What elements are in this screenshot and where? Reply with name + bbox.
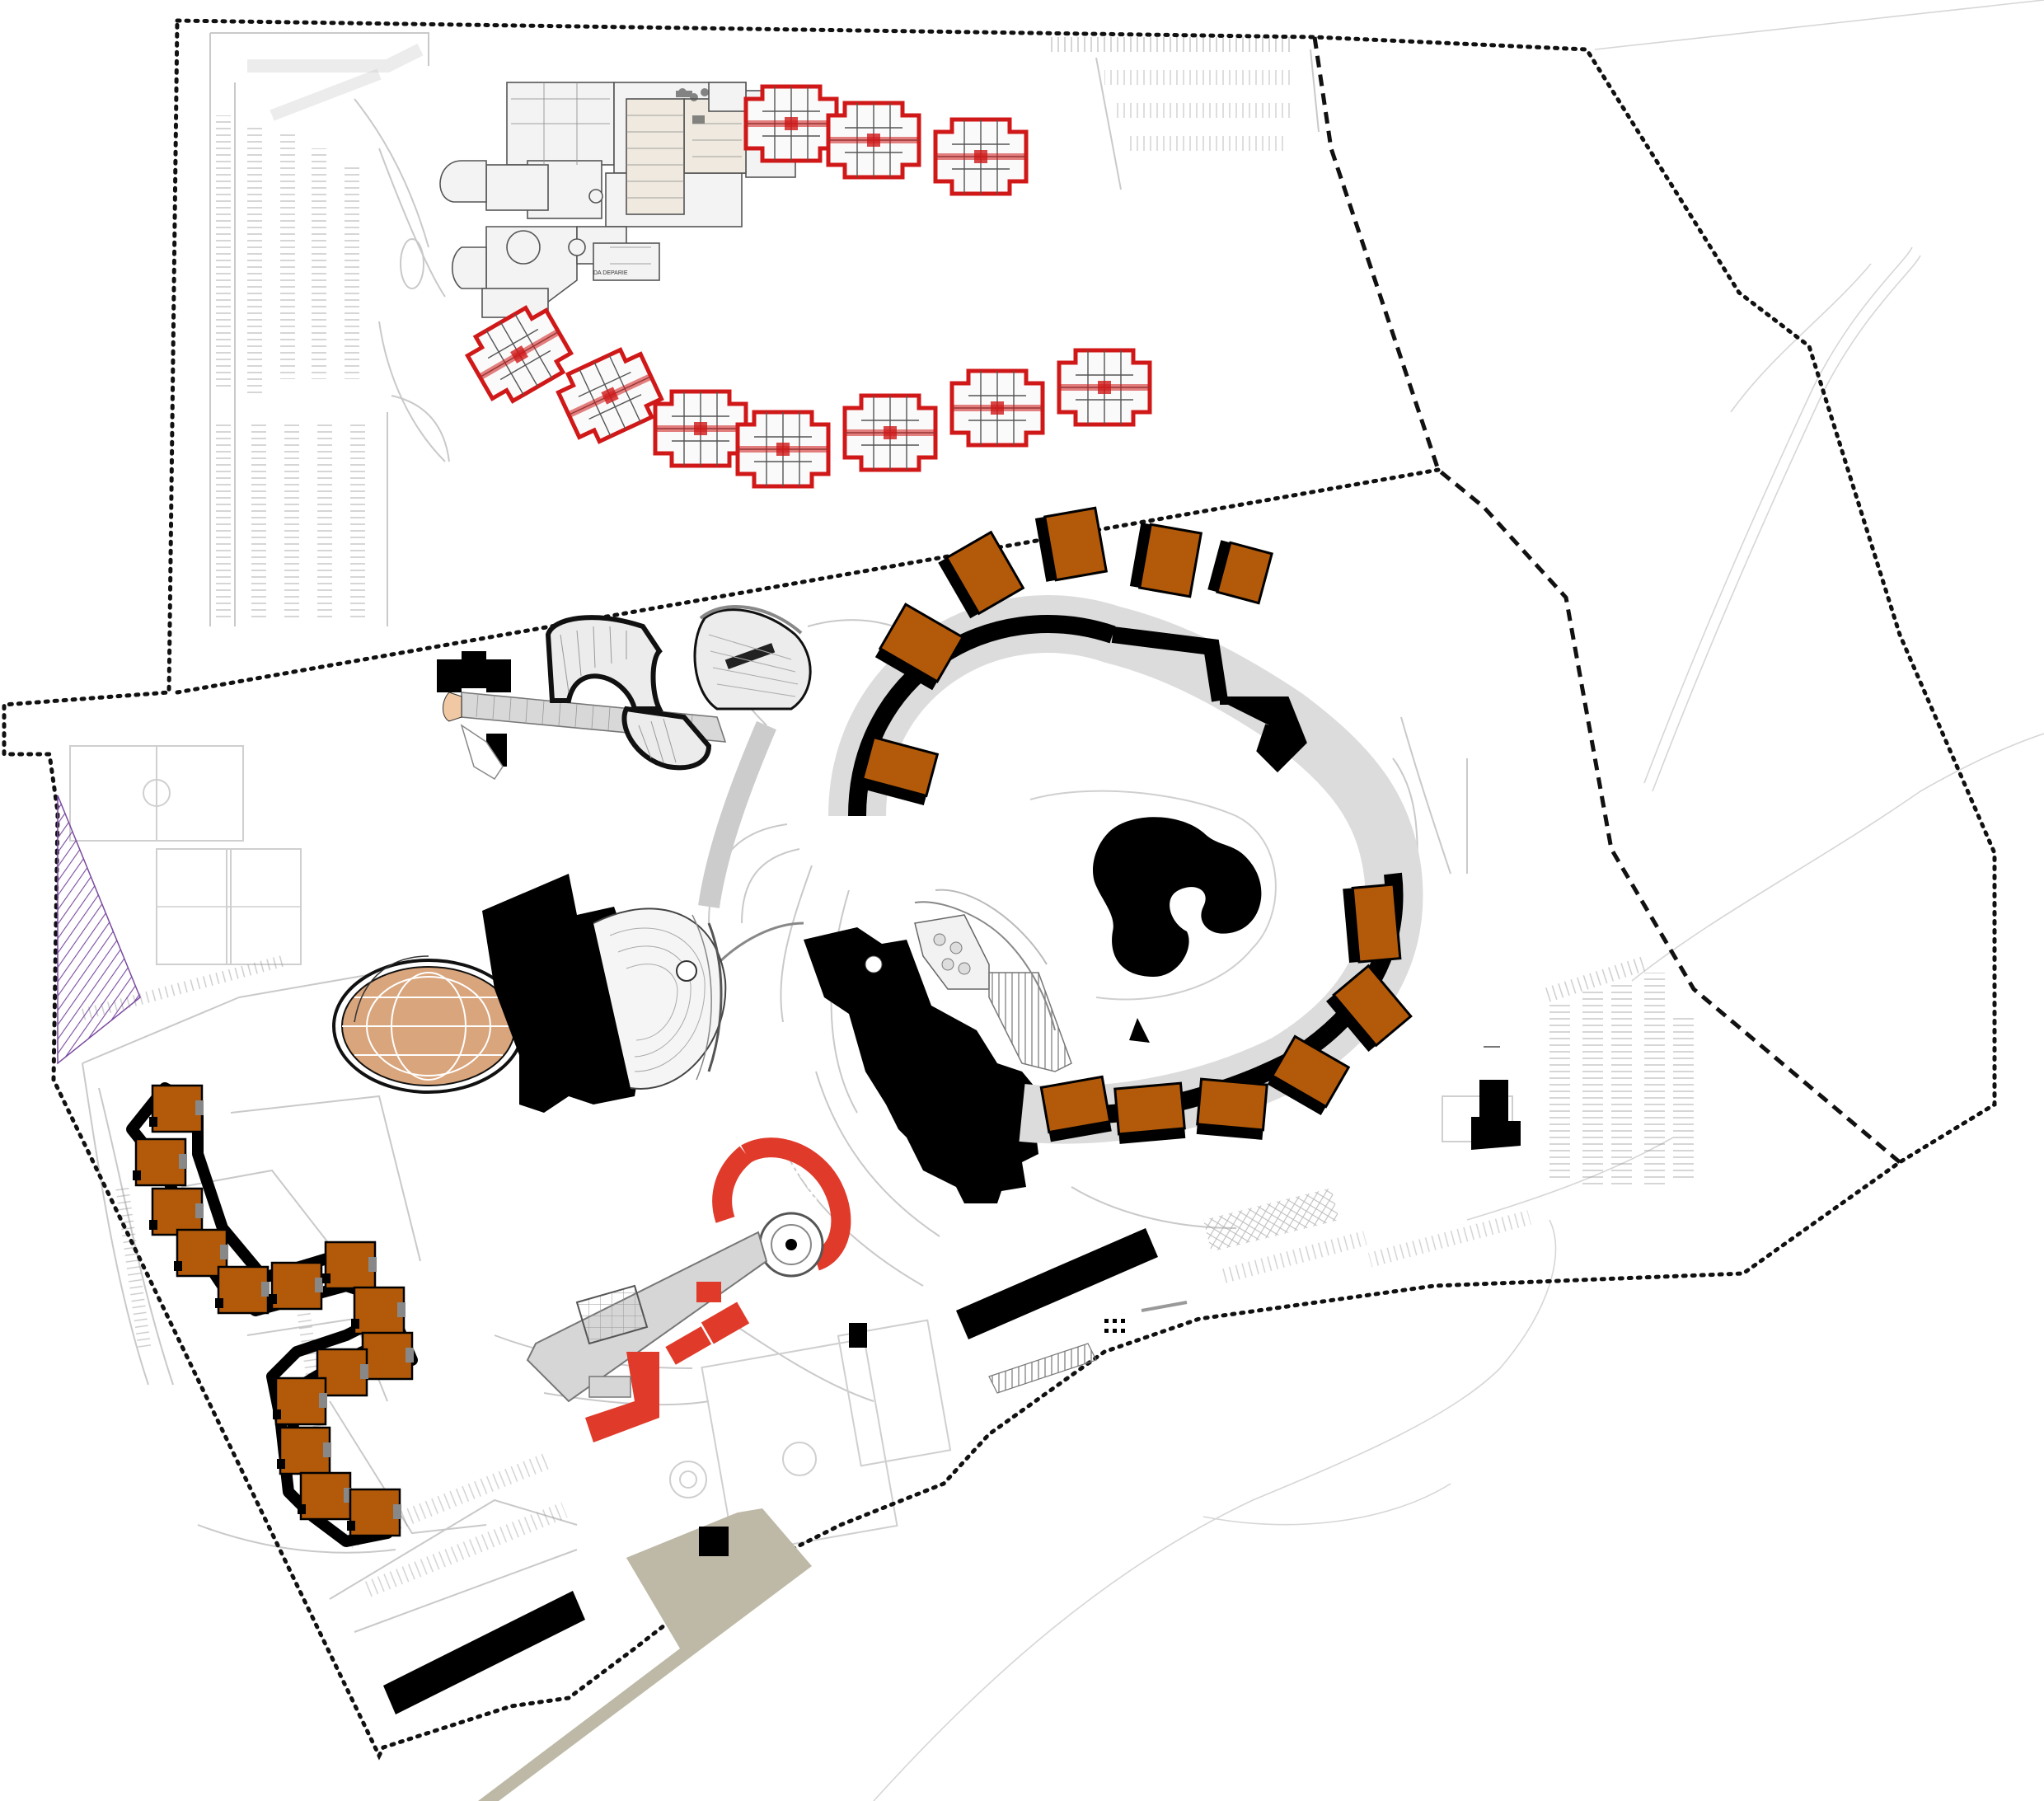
small-triangle-marker [1129,1018,1150,1043]
hatched-zone [57,795,141,1065]
cluster-residence-block [322,1241,377,1290]
cluster-residence-block [133,1137,187,1187]
red-wing-block [743,84,839,163]
cluster-residence-block [149,1187,204,1236]
cluster-residence-block [149,1084,204,1133]
central-pond [1092,817,1262,977]
red-wing-block [826,101,921,180]
cluster-residence-block [277,1426,331,1475]
red-wing-block [842,393,938,472]
red-wing-block [949,368,1045,448]
ring-residence-block [1207,540,1273,605]
linear-building-southeast [956,1228,1188,1394]
cluster-residence-block [314,1348,368,1397]
residential-cluster-southwest [126,1082,418,1547]
ring-residence-block [874,603,965,691]
ring-residence-block [1196,1077,1268,1140]
se-parking-rows [1203,955,1694,1284]
gatehouse [699,1527,729,1556]
north-building-floor-plan: DA DEPARIE [439,82,796,318]
residential-ring [828,506,1423,1144]
black-hall-west [482,874,727,1113]
ring-residence-block [1113,1081,1186,1144]
ring-residence-block [1034,506,1109,582]
cluster-residence-block [269,1261,323,1311]
dome-auditorium [332,955,525,1094]
cluster-residence-block [298,1471,352,1521]
red-wing-block [653,389,748,468]
red-wing-block [933,117,1029,196]
cluster-residence-block [174,1228,228,1278]
cluster-residence-block [273,1377,327,1426]
ring-residence-block [1039,1075,1112,1142]
south-campus-infrastructure [437,605,812,966]
ring-residence-block [1129,523,1203,598]
ring-residence-block [1267,1034,1351,1115]
sports-field-south [669,1319,952,1555]
entrance-plaza-shape [478,1508,812,1801]
cluster-residence-block [351,1286,406,1335]
red-wing-block [464,305,574,404]
cluster-residence-block [347,1488,401,1537]
ring-residence-block [860,735,940,806]
site-boundary [2,18,1997,1761]
north-parking-rows [216,43,424,618]
ring-residence-block [1343,883,1402,964]
north-building-red-wings [464,84,1152,489]
linear-building-southwest [383,1591,585,1714]
red-wing-block [1057,348,1152,427]
depart-label: DA DEPARIE [593,270,628,276]
red-wing-block [556,347,664,444]
ne-parking-rows [1047,37,1320,190]
ring-residence-block [1326,964,1413,1053]
ring-residence-block [938,530,1025,619]
cluster-residence-block [215,1265,270,1315]
east-l-building [1471,1080,1521,1150]
road-network [69,0,2044,1801]
central-black-building [804,889,1072,1203]
red-grey-complex [526,1137,867,1442]
red-wing-block [735,410,831,489]
